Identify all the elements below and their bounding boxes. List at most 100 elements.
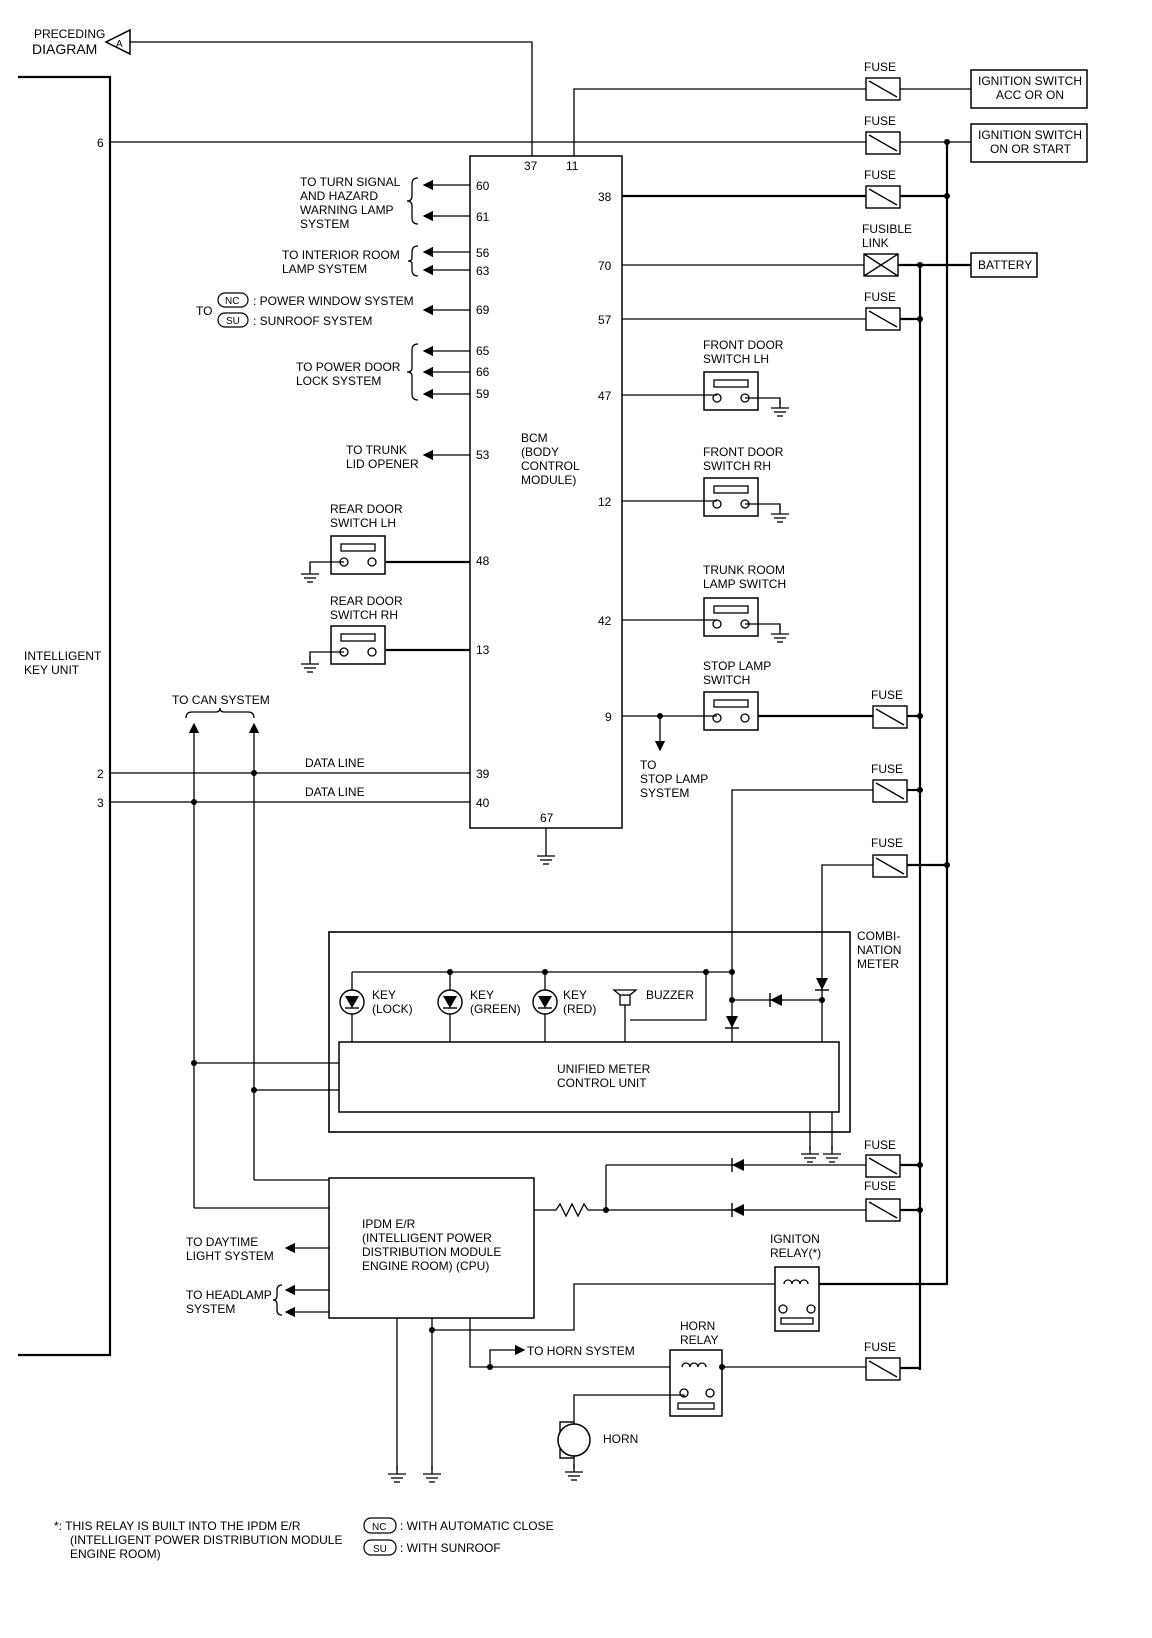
intelligent-key-unit: INTELLIGENT KEY UNIT 6 2 3 bbox=[18, 75, 112, 1357]
key-red-label-2: (RED) bbox=[563, 1002, 596, 1016]
ign-relay-label-1: IGNITON bbox=[770, 1232, 820, 1246]
can-label: TO CAN SYSTEM bbox=[172, 693, 270, 707]
preceding-label-1: PRECEDING bbox=[34, 27, 105, 41]
footnote-su-badge: SU bbox=[373, 1544, 387, 1555]
bcm-pin-47: 47 bbox=[598, 389, 612, 403]
bcm-pin-13: 13 bbox=[476, 643, 490, 657]
rear-lh-label-1: REAR DOOR bbox=[330, 502, 403, 516]
intelligent-key-label-2: KEY UNIT bbox=[24, 663, 80, 677]
unified-meter-control-unit bbox=[338, 1041, 840, 1113]
ipdm-label-2: (INTELLIGENT POWER bbox=[362, 1231, 492, 1245]
ik-pin-6: 6 bbox=[97, 136, 104, 150]
footnote-nc-badge: NC bbox=[372, 1522, 386, 1533]
bcm-pin-56: 56 bbox=[476, 246, 490, 260]
power-supplies: FUSE IGNITION SWITCH ACC OR ON FUSE IGNI… bbox=[573, 60, 1088, 1370]
fuse-label-meter1: FUSE bbox=[871, 762, 903, 776]
ipdm-er: IPDM E/R (INTELLIGENT POWER DISTRIBUTION… bbox=[186, 1138, 923, 1483]
fuse-label-meter2: FUSE bbox=[871, 836, 903, 850]
su-text: : SUNROOF SYSTEM bbox=[253, 314, 372, 328]
bcm-pin-42: 42 bbox=[598, 614, 612, 628]
key-red-led-icon bbox=[532, 989, 558, 1015]
horn: HORN bbox=[557, 1421, 638, 1481]
footnote-star-1: *: THIS RELAY IS BUILT INTO THE IPDM E/R bbox=[54, 1519, 301, 1533]
bcm-label-3: CONTROL bbox=[521, 459, 580, 473]
preceding-label-2: DIAGRAM bbox=[32, 41, 97, 57]
daytime-label-2: LIGHT SYSTEM bbox=[186, 1249, 274, 1263]
rear-rh-label-1: REAR DOOR bbox=[330, 594, 403, 608]
data-line-label-1: DATA LINE bbox=[305, 756, 365, 770]
key-red-label-1: KEY bbox=[563, 988, 587, 1002]
fuse-label-38: FUSE bbox=[864, 168, 896, 182]
to-stop-label-2: STOP LAMP bbox=[640, 772, 708, 786]
bcm-label-2: (BODY bbox=[521, 445, 559, 459]
nc-text: : POWER WINDOW SYSTEM bbox=[253, 294, 414, 308]
su-badge: SU bbox=[226, 316, 240, 327]
preceding-diagram-connector: PRECEDING DIAGRAM A bbox=[32, 27, 533, 156]
ign-acc-label-2: ACC OR ON bbox=[996, 88, 1064, 102]
ign-on-label-1: IGNITION SWITCH bbox=[978, 128, 1082, 142]
horn-label: HORN bbox=[603, 1432, 638, 1446]
door-lock-label-2: LOCK SYSTEM bbox=[296, 374, 381, 388]
fuse-label-ign: FUSE bbox=[864, 114, 896, 128]
combination-meter: COMBI- NATION METER KEY (LOCK) KEY (GREE… bbox=[191, 929, 901, 1163]
meter-title-3: METER bbox=[857, 957, 899, 971]
key-lock-label-2: (LOCK) bbox=[372, 1002, 413, 1016]
horn-icon bbox=[557, 1423, 591, 1457]
bcm-pin-59: 59 bbox=[476, 387, 490, 401]
to-stop-label-3: SYSTEM bbox=[640, 786, 689, 800]
front-door-switch-rh: FRONT DOOR SWITCH RH bbox=[622, 445, 790, 523]
footnote-su: : WITH SUNROOF bbox=[400, 1541, 501, 1555]
fuse-label-stop: FUSE bbox=[871, 688, 903, 702]
key-green-label-1: KEY bbox=[470, 988, 494, 1002]
bcm-pin-63: 63 bbox=[476, 264, 490, 278]
to-stop-label-1: TO bbox=[640, 758, 656, 772]
stop-lamp-switch: STOP LAMP SWITCH TO STOP LAMP SYSTEM FUS… bbox=[622, 659, 923, 800]
front-rh-label-1: FRONT DOOR bbox=[703, 445, 784, 459]
turn-label-3: WARNING LAMP bbox=[300, 203, 394, 217]
ipdm-label-4: ENGINE ROOM) (CPU) bbox=[362, 1259, 489, 1273]
to-horn-label: TO HORN SYSTEM bbox=[527, 1344, 635, 1358]
buzzer-label: BUZZER bbox=[646, 988, 694, 1002]
rear-door-switch-rh: REAR DOOR SWITCH RH bbox=[300, 594, 470, 673]
intelligent-key-label-1: INTELLIGENT bbox=[24, 649, 102, 663]
front-lh-label-1: FRONT DOOR bbox=[703, 338, 784, 352]
bcm-pin-69: 69 bbox=[476, 303, 490, 317]
ik-pin-3: 3 bbox=[97, 796, 104, 810]
turn-label-4: SYSTEM bbox=[300, 217, 349, 231]
headlamp-label-1: TO HEADLAMP bbox=[186, 1288, 272, 1302]
front-lh-label-2: SWITCH LH bbox=[703, 352, 769, 366]
bcm-pin-11: 11 bbox=[566, 159, 579, 173]
ignition-acc-box bbox=[970, 69, 1088, 109]
trunk-room-label-1: TRUNK ROOM bbox=[703, 563, 785, 577]
rear-lh-label-2: SWITCH LH bbox=[330, 516, 396, 530]
daytime-label-1: TO DAYTIME bbox=[186, 1235, 258, 1249]
bcm-pin-66: 66 bbox=[476, 365, 490, 379]
bcm-pin-65: 65 bbox=[476, 344, 490, 358]
bcm-pin-70: 70 bbox=[598, 259, 612, 273]
fuse-label-ipdm1: FUSE bbox=[864, 1138, 896, 1152]
ipdm-label-3: DISTRIBUTION MODULE bbox=[362, 1245, 501, 1259]
key-green-led-icon bbox=[437, 989, 463, 1015]
trunk-room-lamp-switch: TRUNK ROOM LAMP SWITCH bbox=[622, 563, 790, 643]
horn-relay: HORN RELAY FUSE bbox=[573, 1319, 920, 1422]
bcm-pin-39: 39 bbox=[476, 767, 490, 781]
key-green-label-2: (GREEN) bbox=[470, 1002, 521, 1016]
to-label: TO bbox=[196, 304, 212, 318]
ign-acc-label-1: IGNITION SWITCH bbox=[978, 74, 1082, 88]
bcm-pin-61: 61 bbox=[476, 210, 490, 224]
headlamp-label-2: SYSTEM bbox=[186, 1302, 235, 1316]
battery-box bbox=[970, 252, 1038, 278]
meter-title-1: COMBI- bbox=[857, 929, 900, 943]
door-lock-label-1: TO POWER DOOR bbox=[296, 360, 401, 374]
trunk-room-label-2: LAMP SWITCH bbox=[703, 577, 786, 591]
key-lock-label-1: KEY bbox=[372, 988, 396, 1002]
bcm-pin-9: 9 bbox=[605, 710, 612, 724]
bcm-left-outputs: TO TURN SIGNAL AND HAZARD WARNING LAMP S… bbox=[196, 175, 470, 471]
bcm-pin-67: 67 bbox=[540, 811, 554, 825]
trunk-label-2: LID OPENER bbox=[346, 457, 419, 471]
rear-door-switch-lh: REAR DOOR SWITCH LH bbox=[300, 502, 470, 583]
data-line-label-2: DATA LINE bbox=[305, 785, 365, 799]
interior-label-2: LAMP SYSTEM bbox=[282, 262, 367, 276]
relay-coil-icon bbox=[783, 1279, 809, 1285]
